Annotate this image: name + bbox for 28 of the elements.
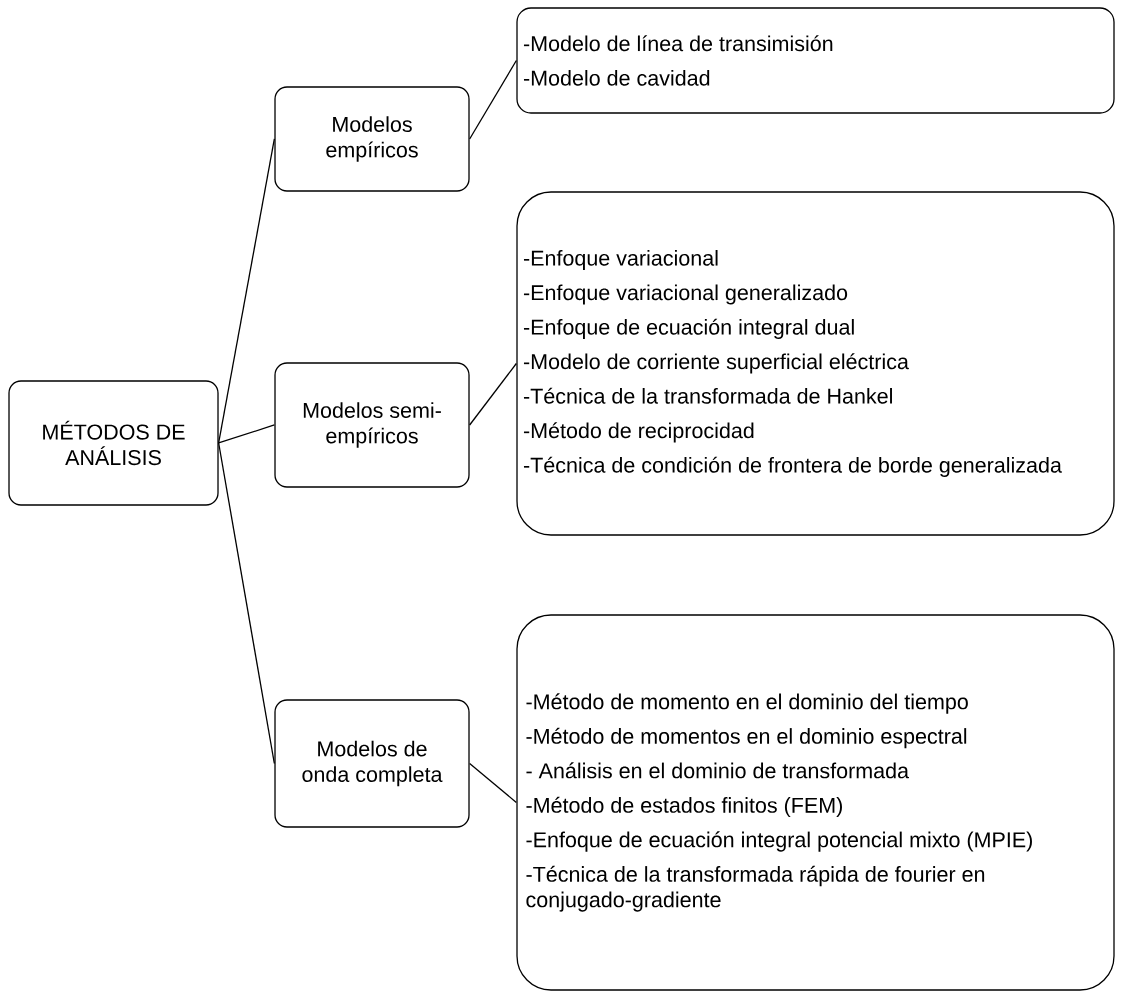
- category-box: Modelos semi-empíricos: [274, 362, 470, 488]
- list-box: [516, 191, 1115, 536]
- list-item: -Técnica de condición de frontera de borde generalizada: [523, 456, 1062, 477]
- list-item: -Modelo de corriente superficial eléctrica: [523, 353, 909, 374]
- list-item: -Método de momento en el dominio del tiempo: [526, 693, 968, 714]
- list-item: - Análisis en el dominio de transformada: [526, 762, 909, 779]
- list-item: -Método de momentos en el dominio espectral: [526, 727, 967, 749]
- list-item: -Enfoque variacional generalizado: [523, 284, 848, 305]
- connector-line: [218, 442, 275, 765]
- connector-line: [218, 424, 275, 444]
- list-item: -Técnica de la transformada de Hankel: [523, 387, 892, 404]
- list-item: -Modelo de línea de transimisión: [523, 35, 833, 52]
- list-box: [516, 614, 1115, 991]
- list-box: [516, 7, 1115, 114]
- list-item: -Método de estados finitos (FEM): [526, 796, 842, 818]
- connector-line: [469, 362, 517, 426]
- root-box: MÉTODOS DE ANÁLISIS: [8, 380, 219, 506]
- connector-line: [218, 138, 275, 444]
- category-box: Modelos de onda completa: [274, 699, 470, 828]
- list-item: -Enfoque de ecuación integral potencial mixto (MPIE): [526, 831, 1032, 852]
- connector-line: [469, 59, 517, 140]
- list-item: -Método de reciprocidad: [523, 422, 754, 443]
- category-box: Modelos empíricos: [274, 86, 470, 192]
- list-item: -Técnica de la transformada rápida de fourier en conjugado-gradiente: [526, 865, 985, 912]
- list-item: -Enfoque variacional: [523, 249, 718, 270]
- list-item: -Enfoque de ecuación integral dual: [523, 318, 854, 339]
- connector-line: [469, 762, 517, 804]
- list-item: -Modelo de cavidad: [523, 70, 710, 86]
